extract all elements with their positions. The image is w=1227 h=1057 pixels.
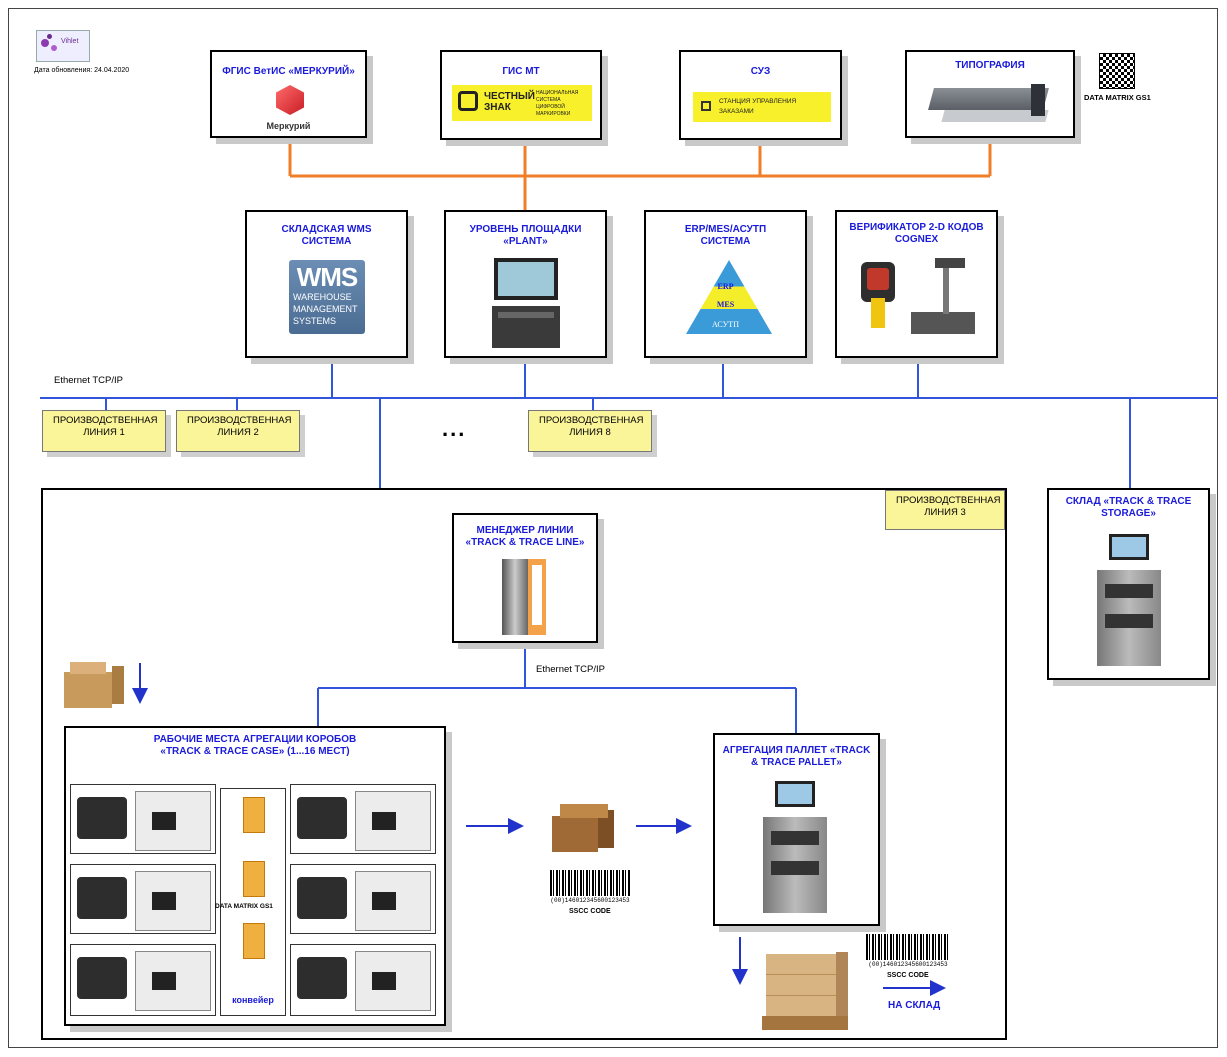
chestny-znak-logo: ЧЕСТНЫЙ ЗНАК НАЦИОНАЛЬНАЯ СИСТЕМА ЦИФРОВ… (452, 85, 592, 121)
wms-logo-line-1: WAREHOUSE (293, 292, 352, 302)
conveyor-label: конвейер (232, 995, 274, 1005)
gis-mt-box: ГИС МТ ЧЕСТНЫЙ ЗНАК НАЦИОНАЛЬНАЯ СИСТЕМА… (440, 50, 602, 140)
product-pack-icon (243, 923, 265, 959)
mercury-cube-icon (276, 85, 304, 115)
terminal-icon (355, 871, 431, 931)
suz-logo: СТАНЦИЯ УПРАВЛЕНИЯ ЗАКАЗАМИ (693, 92, 831, 122)
line-2-box[interactable]: ПРОИЗВОДСТВЕННАЯ ЛИНИЯ 2 (176, 410, 300, 452)
sscc-caption-2: SSCC CODE (887, 972, 929, 979)
plant-box: УРОВЕНЬ ПЛОЩАДКИ «PLANT» (444, 210, 607, 358)
conveyor-panel: DATA MATRIX GS1 конвейер (215, 788, 286, 1016)
suz-logo-text: СТАНЦИЯ УПРАВЛЕНИЯ ЗАКАЗАМИ (719, 98, 797, 115)
chestny-znak-sub: НАЦИОНАЛЬНАЯ СИСТЕМА ЦИФРОВОЙ МАРКИРОВКИ (536, 90, 579, 117)
printer-machine-icon (928, 80, 1056, 126)
workstation-4[interactable] (290, 784, 436, 854)
workstation-1[interactable] (70, 784, 216, 854)
terminal-icon (355, 951, 431, 1011)
datamatrix-label: DATA MATRIX GS1 (1084, 93, 1151, 102)
datamatrix-icon (1099, 53, 1135, 89)
chestny-znak-main: ЧЕСТНЫЙ ЗНАК (484, 91, 535, 113)
diagram-frame (8, 8, 1218, 1048)
barcode-number-2: (00)146012345600123453 (868, 961, 948, 968)
logo-text: Vihlet (61, 38, 79, 45)
sscc-caption: SSCC CODE (569, 908, 611, 915)
printer-icon (77, 957, 127, 999)
mercury-caption: Меркурий (266, 121, 311, 131)
wms-logo-line-2: MANAGEMENT (293, 304, 358, 314)
erp-box: ERP/MES/АСУТП СИСТЕМА ERP MES АСУТП (644, 210, 807, 358)
typography-box: ТИПОГРАФИЯ (905, 50, 1075, 138)
wms-box: СКЛАДСКАЯ WMS СИСТЕМА WMS WAREHOUSE MANA… (245, 210, 408, 358)
printer-icon (77, 797, 127, 839)
printer-icon (297, 797, 347, 839)
suz-box: СУЗ СТАНЦИЯ УПРАВЛЕНИЯ ЗАКАЗАМИ (679, 50, 842, 140)
wms-title: СКЛАДСКАЯ WMS СИСТЕМА (281, 224, 372, 247)
printer-icon (297, 877, 347, 919)
pallet-box: АГРЕГАЦИЯ ПАЛЛЕТ «TRACK & TRACE PALLET» (713, 733, 880, 926)
ethernet-main-label: Ethernet TCP/IP (54, 375, 123, 386)
erp-title: ERP/MES/АСУТП СИСТЕМА (684, 224, 767, 247)
storage-title: СКЛАД «TRACK & TRACE STORAGE» (1065, 496, 1192, 519)
typography-title: ТИПОГРАФИЯ (955, 60, 1025, 71)
pallet-title: АГРЕГАЦИЯ ПАЛЛЕТ «TRACK & TRACE PALLET» (722, 745, 871, 768)
pyramid-erp: ERP (717, 282, 734, 291)
terminal-icon (355, 791, 431, 851)
line-8-box[interactable]: ПРОИЗВОДСТВЕННАЯ ЛИНИЯ 8 (528, 410, 652, 452)
production-line-3-area (41, 488, 1007, 1040)
suz-title: СУЗ (750, 66, 771, 77)
cognex-box: ВЕРИФИКАТОР 2-D КОДОВ COGNEX (835, 210, 998, 358)
pallet-terminal-icon (757, 781, 837, 919)
line-1-box[interactable]: ПРОИЗВОДСТВЕННАЯ ЛИНИЯ 1 (42, 410, 166, 452)
cognex-title: ВЕРИФИКАТОР 2-D КОДОВ COGNEX (849, 222, 984, 245)
to-storage-label: НА СКЛАД (888, 1000, 941, 1011)
scanner-icon (851, 252, 987, 348)
barcode-number: (00)146012345600123453 (550, 897, 630, 904)
workstation-2[interactable] (70, 864, 216, 934)
mercury-title: ФГИС ВетИС «МЕРКУРИЙ» (222, 66, 355, 77)
plant-computer-icon (492, 258, 562, 352)
wms-logo-big: WMS (296, 262, 359, 292)
gis-mt-title: ГИС МТ (502, 66, 540, 77)
wms-logo: WMS WAREHOUSE MANAGEMENT SYSTEMS (289, 260, 365, 334)
printer-icon (77, 877, 127, 919)
storage-terminal-icon (1089, 534, 1169, 674)
chip-icon (701, 101, 711, 111)
printer-icon (297, 957, 347, 999)
product-pack-icon (243, 861, 265, 897)
barcode-icon (550, 870, 630, 896)
server-icon (502, 559, 548, 635)
barcode-icon-2 (866, 934, 950, 960)
pyramid-asutp: АСУТП (712, 320, 739, 329)
storage-box: СКЛАД «TRACK & TRACE STORAGE» (1047, 488, 1210, 680)
company-logo: Vihlet (36, 30, 90, 62)
pyramid-mes: MES (716, 300, 735, 309)
shipping-case-icon (548, 802, 618, 854)
terminal-icon (135, 791, 211, 851)
line-manager-title: МЕНЕДЖЕР ЛИНИИ «TRACK & TRACE LINE» (465, 525, 585, 548)
mercury-box: ФГИС ВетИС «МЕРКУРИЙ» Меркурий (210, 50, 367, 138)
terminal-icon (135, 871, 211, 931)
line-3-box[interactable]: ПРОИЗВОДСТВЕННАЯ ЛИНИЯ 3 (885, 490, 1005, 530)
ethernet-line-label: Ethernet TCP/IP (536, 664, 605, 675)
conveyor-dm-label: DATA MATRIX GS1 (215, 903, 273, 910)
terminal-icon (135, 951, 211, 1011)
plant-title: УРОВЕНЬ ПЛОЩАДКИ «PLANT» (469, 224, 582, 247)
check-icon (458, 91, 478, 111)
update-date: Дата обновления: 24.04.2020 (34, 67, 130, 74)
ellipsis: ... (442, 416, 467, 441)
product-pack-icon (243, 797, 265, 833)
wms-logo-line-3: SYSTEMS (293, 316, 337, 326)
cardboard-box-icon (64, 662, 126, 710)
workstation-5[interactable] (290, 864, 436, 934)
case-station-title: РАБОЧИЕ МЕСТА АГРЕГАЦИИ КОРОБОВ «TRACK &… (153, 734, 357, 757)
line-manager-box: МЕНЕДЖЕР ЛИНИИ «TRACK & TRACE LINE» (452, 513, 598, 643)
workstation-6[interactable] (290, 944, 436, 1016)
workstation-3[interactable] (70, 944, 216, 1016)
pallet-boxes-icon (760, 950, 850, 1038)
